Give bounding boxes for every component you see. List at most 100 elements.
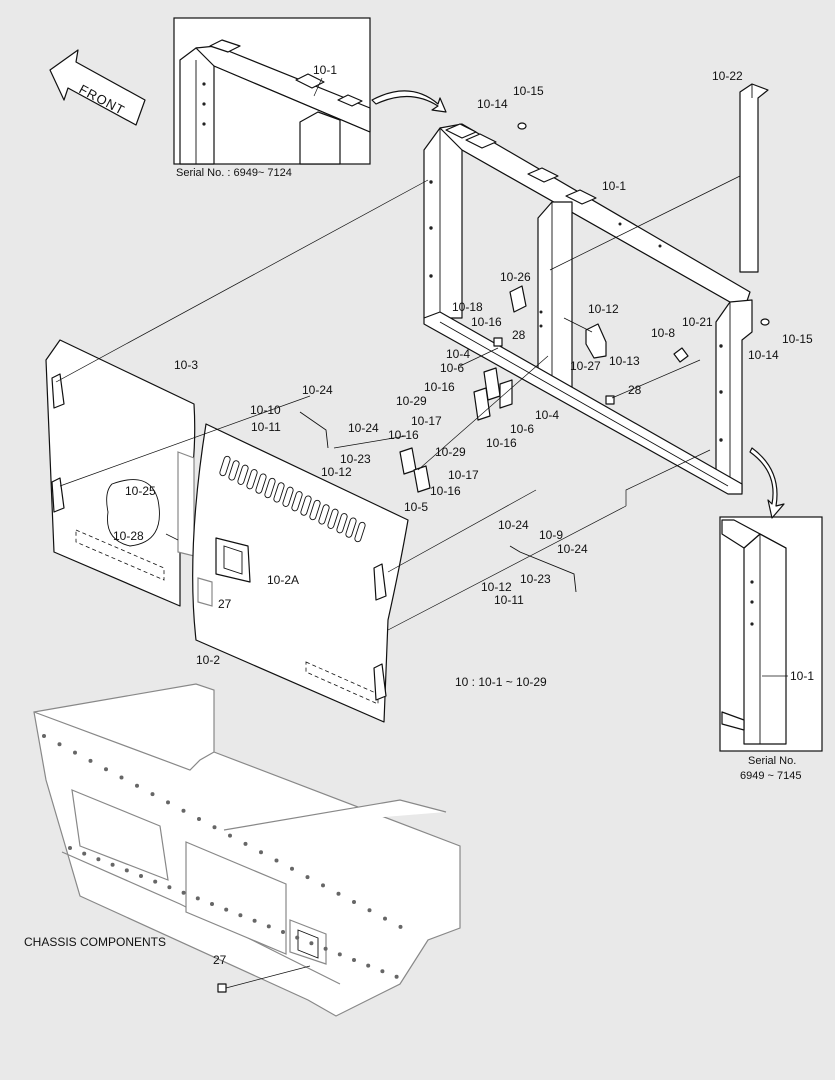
callout-label: 10-9 [539,528,563,542]
chassis-hole [238,913,243,918]
chassis-hole [82,851,87,856]
louvers [219,455,366,543]
callout-label: 10-14 [477,97,508,111]
chassis-hole [135,783,139,788]
chassis-hole [266,924,271,929]
callout-label: 10-23 [340,452,371,466]
chassis-hole [104,767,108,772]
callout-label: 10-15 [513,84,544,98]
leader-lines [55,175,741,989]
callout-label: 10-16 [424,380,455,394]
chassis-hole [88,758,93,763]
callout-label: 27 [218,597,232,611]
callout-label: 10-4 [446,347,470,361]
chassis-hole [166,800,170,805]
chassis-hole [181,890,186,895]
louver-slot [300,495,312,516]
hardware [299,122,770,593]
callout-label: 10-8 [651,326,675,340]
inset-right-caption-line1: Serial No. [748,755,796,767]
callout-label: 10-13 [609,354,640,368]
callout-label: 10-12 [588,302,619,316]
chassis-hole [110,862,115,867]
inset-top-part-label: 10-1 [313,63,337,77]
inset-top-frame [179,39,371,165]
chassis-hole [96,857,101,862]
callout-label: 10-15 [782,332,813,346]
chassis-hole [259,850,263,855]
chassis-hole [210,902,214,906]
callout-label: 10-23 [520,572,551,586]
chassis-hole [212,825,217,830]
callout-label: 10-2 [196,653,220,667]
chassis-holes [42,734,403,979]
chassis-hole [352,900,356,904]
callout-label: 10-17 [448,468,479,482]
chassis-hole [383,916,387,921]
chassis-hole [323,946,328,951]
chassis-hole [394,974,399,979]
chassis-title: CHASSIS COMPONENTS [24,935,166,949]
chassis-hole [150,792,155,797]
chassis-hole [139,874,143,878]
chassis-hole [274,858,279,863]
louver-slot [273,482,285,503]
callout-label: 10-14 [748,348,779,362]
chassis-hole [124,868,129,873]
callout-label: 10-24 [498,518,529,532]
chassis-hole [68,846,72,850]
inset-right-part-label: 10-1 [790,669,814,683]
chassis-hole [42,734,46,738]
callout-label: 10-29 [396,394,427,408]
callout-label: 10-3 [174,358,198,372]
chassis-hole [380,969,385,974]
panel-10-3 [45,339,196,607]
callout-label: 10-24 [302,383,333,397]
chassis-hole [181,808,186,813]
callout-label: 28 [628,383,642,397]
chassis-hole [197,817,201,821]
callout-label: 10-16 [486,436,517,450]
callout-label: 27 [213,953,227,967]
inset-right: 10-1 Serial No. 6949 ~ 7145 [719,447,823,782]
chassis-hole [352,958,356,962]
callout-label: 10-28 [113,529,144,543]
chassis-hole [398,924,403,929]
chassis-hole [228,833,232,838]
louver-slot [291,491,303,512]
louver-slot [246,469,258,490]
callout-label: 10-26 [500,270,531,284]
chassis-hole [73,750,77,755]
chassis-hole [321,883,325,888]
louver-slot [282,486,294,507]
callout-label: 10-6 [510,422,534,436]
chassis-hole [57,742,62,747]
louver-slot [336,513,348,534]
callout-layer: 10-2210-1510-1410-110-2610-1810-162810-1… [113,69,813,967]
panel-10-2 [192,423,409,723]
louver-slot [345,517,357,538]
callout-label: 10-12 [321,465,352,479]
chassis-hole [281,930,285,934]
chassis-hole [305,875,310,880]
callout-label: 10-17 [411,414,442,428]
callout-label: 10-2A [267,573,299,587]
louver-slot [264,477,276,499]
louver-slot [255,473,267,494]
main-frame [423,123,753,495]
louver-slot [219,455,231,477]
chassis-hole [252,918,257,923]
callout-label: 10-27 [570,359,601,373]
callout-label: 10-5 [404,500,428,514]
front-arrow: FRONT [49,49,146,126]
chassis-hole [336,891,341,896]
chassis-hole [119,775,124,780]
callout-label: 10-16 [388,428,419,442]
callout-label: 10-25 [125,484,156,498]
chassis-hole [337,952,342,957]
chassis-hole [224,907,229,912]
callout-label: 10-16 [471,315,502,329]
callout-label: 28 [512,328,526,342]
chassis-hole [195,896,200,901]
